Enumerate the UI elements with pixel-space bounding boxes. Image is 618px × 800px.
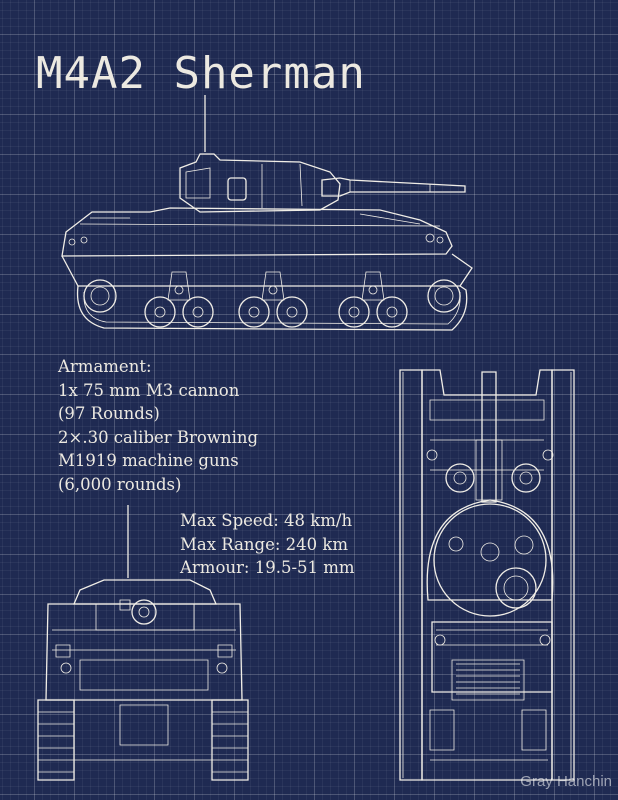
armament-line: (97 Rounds) (58, 404, 160, 423)
side-view (62, 95, 472, 330)
armament-heading: Armament: (58, 357, 152, 376)
armament-line: 1x 75 mm M3 cannon (58, 380, 240, 400)
armament-line: M1919 machine guns (58, 451, 239, 470)
poster-title: M4A2 Sherman (36, 48, 366, 99)
top-view (400, 370, 574, 780)
artist-credit: Gray Hanchin (520, 773, 612, 790)
armament-block: Armament: 1x 75 mm M3 cannon (97 Rounds)… (58, 355, 258, 496)
max-range: Max Range: 240 km (180, 534, 349, 554)
armament-line: 2×.30 caliber Browning (58, 427, 259, 447)
armament-line: (6,000 rounds) (58, 474, 182, 494)
performance-block: Max Speed: 48 km/h Max Range: 240 km Arm… (180, 509, 355, 580)
max-speed: Max Speed: 48 km/h (180, 511, 353, 530)
road-wheels (145, 297, 407, 327)
armour: Armour: 19.5-51 mm (180, 558, 355, 577)
